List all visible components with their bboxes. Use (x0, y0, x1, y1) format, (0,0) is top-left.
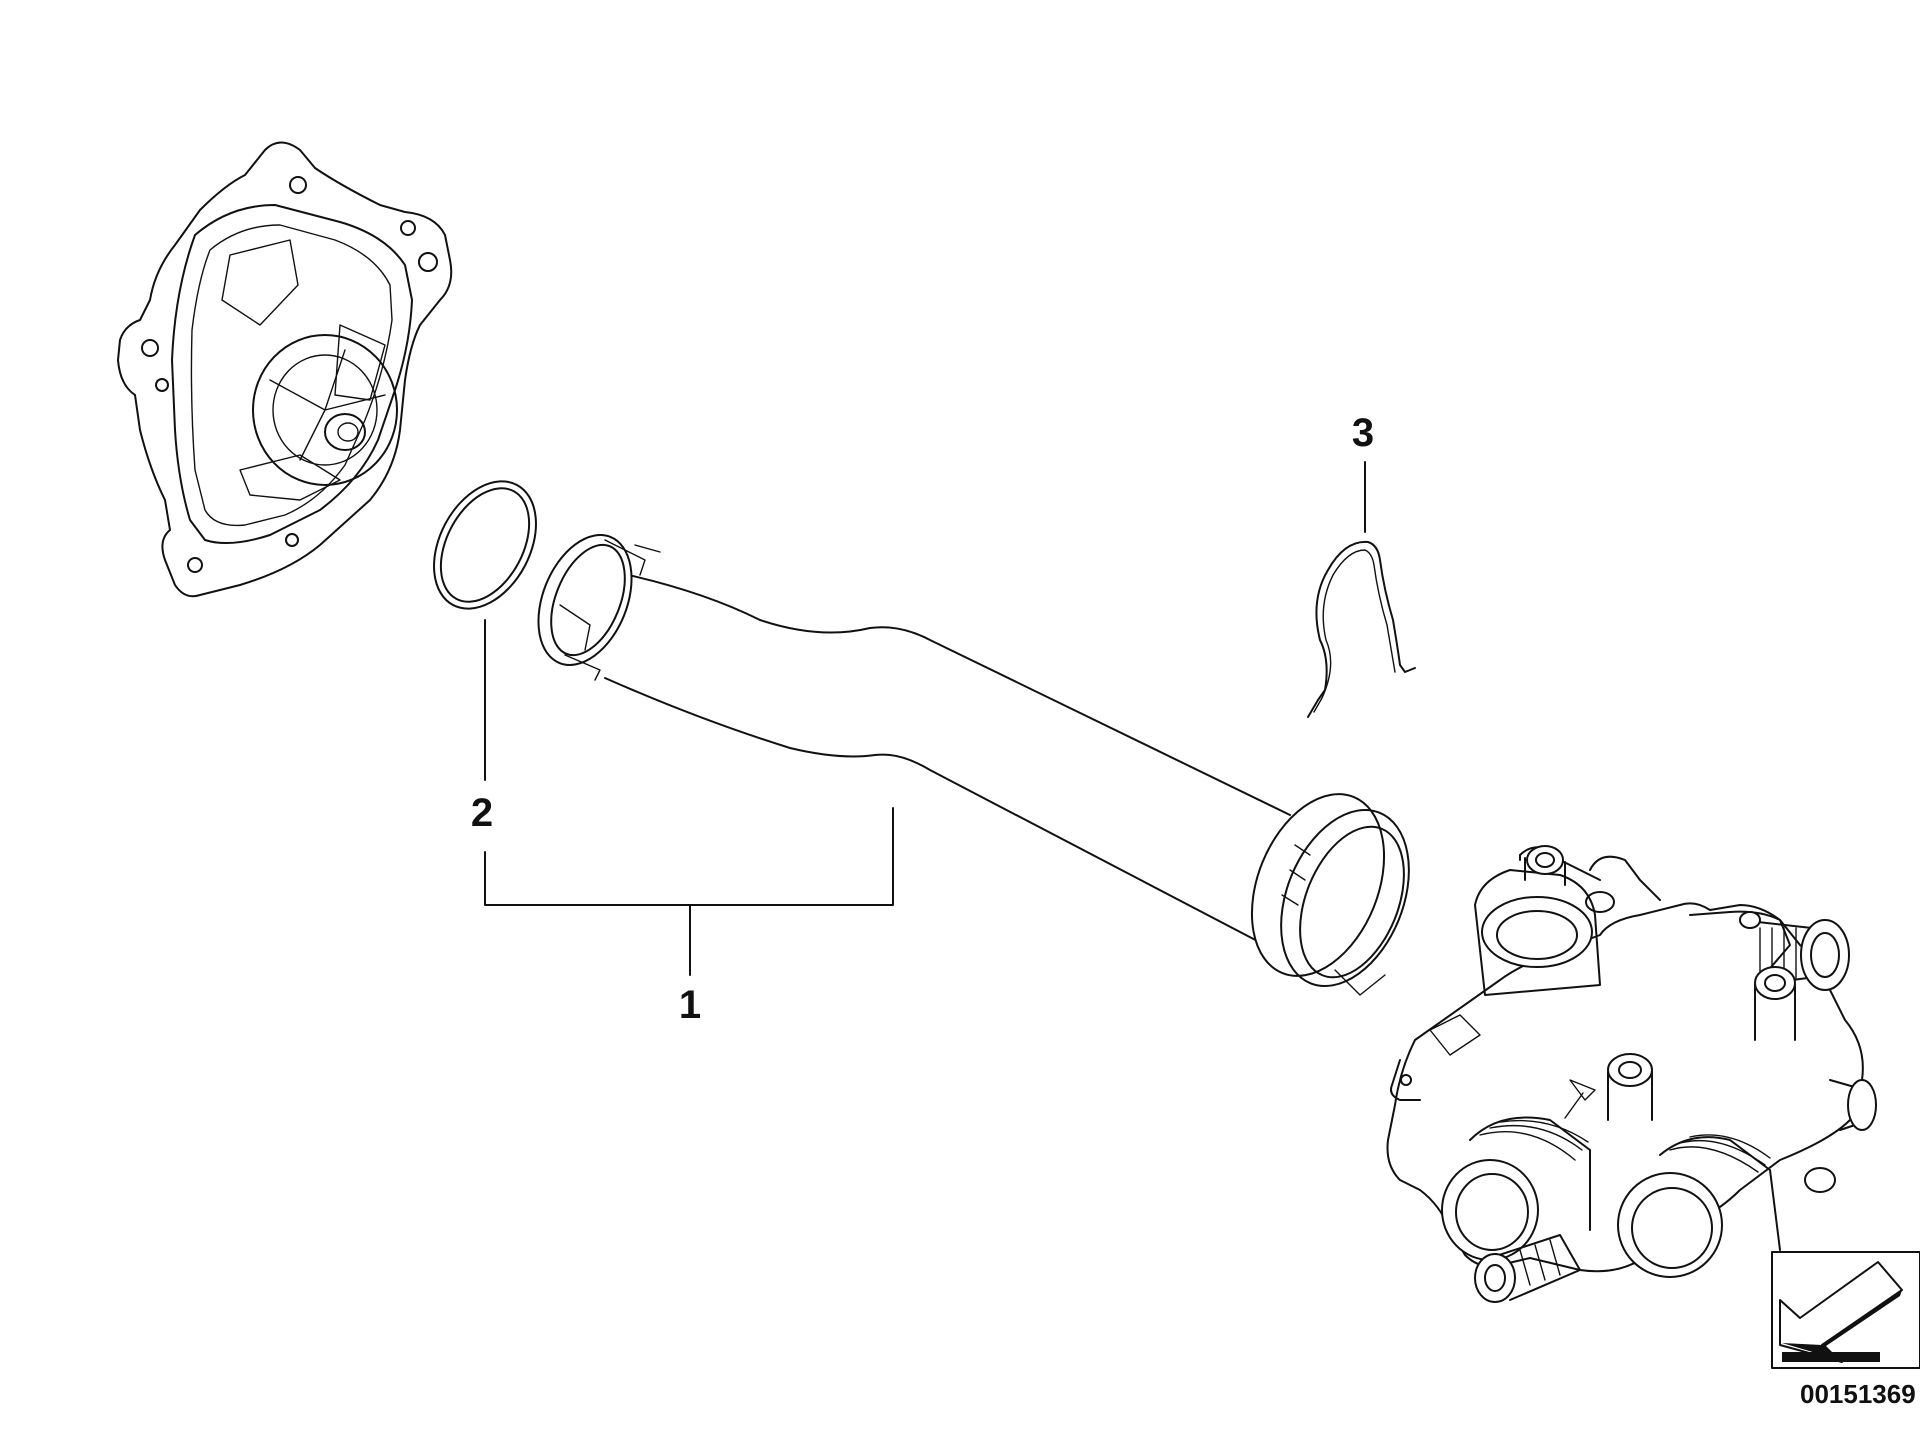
leader-lines (484, 461, 1366, 976)
thermostat-housing-icon (1386, 845, 1877, 1303)
water-pump-housing-icon (117, 141, 453, 598)
diagram-code: 00151369 (1800, 1379, 1916, 1409)
callout-part1: 1 (679, 983, 701, 1027)
bracket-part1 (484, 807, 894, 906)
callout-part2: 2 (471, 791, 493, 835)
coolant-pipe-icon (537, 534, 1410, 996)
direction-arrow-icon (1771, 1251, 1920, 1369)
callout-part3: 3 (1352, 411, 1374, 455)
spring-clip-icon (1307, 540, 1416, 718)
o-ring-icon (433, 480, 537, 610)
